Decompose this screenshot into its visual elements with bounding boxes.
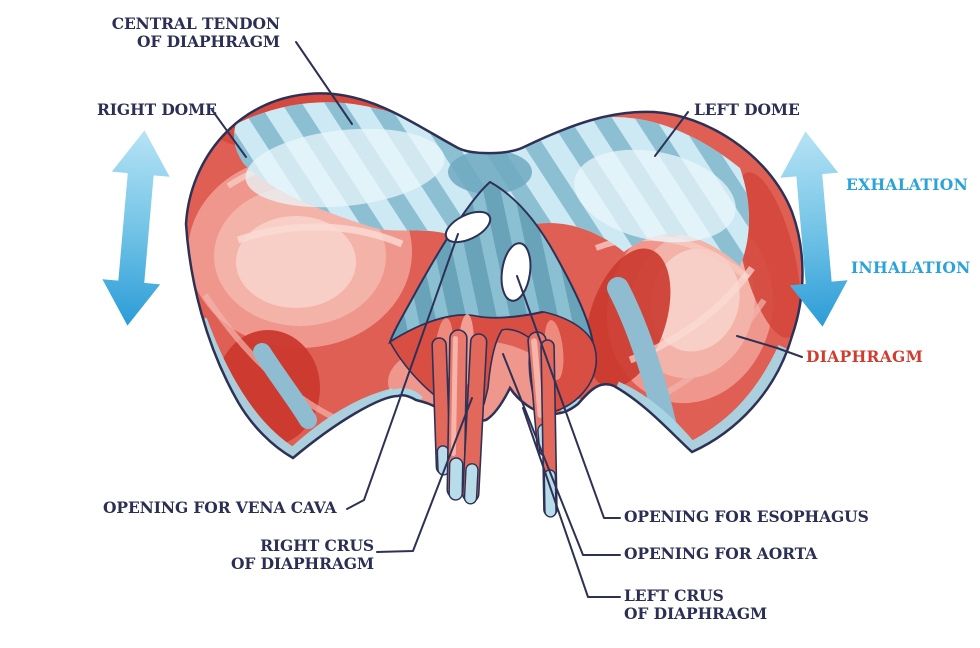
- label-right-dome: RIGHT DOME: [97, 100, 217, 119]
- label-left-crus-line2: OF DIAPHRAGM: [624, 604, 768, 623]
- esophagus-opening: [500, 242, 532, 302]
- label-right-crus-line2: OF DIAPHRAGM: [230, 554, 374, 573]
- body-outline: [184, 92, 804, 460]
- label-right-crus-line1: RIGHT CRUS: [260, 536, 374, 555]
- label-vena-cava: OPENING FOR VENA CAVA: [103, 498, 337, 517]
- label-central-tendon-line1: CENTRAL TENDON: [111, 14, 280, 33]
- label-left-crus-line1: LEFT CRUS: [624, 586, 724, 605]
- label-central-tendon-line2: OF DIAPHRAGM: [136, 32, 280, 51]
- leader-vena-cava: [346, 233, 459, 510]
- label-diaphragm: DIAPHRAGM: [806, 347, 924, 366]
- leader-right-dome: [211, 109, 247, 158]
- right-breathing-arrow-icon: [780, 131, 848, 327]
- leader-aorta: [502, 353, 621, 556]
- leader-diaphragm: [736, 335, 803, 358]
- label-left-crus: LEFT CRUS OF DIAPHRAGM: [624, 587, 767, 623]
- label-right-crus: RIGHT CRUS OF DIAPHRAGM: [214, 537, 374, 573]
- label-exhalation: EXHALATION: [846, 175, 969, 194]
- central-tendon-peak: [388, 180, 594, 345]
- right-crus-strand: [461, 333, 488, 505]
- leader-central-tendon: [295, 41, 353, 125]
- leader-left-dome: [654, 111, 689, 157]
- leader-left-crus: [522, 407, 621, 598]
- label-central-tendon: CENTRAL TENDON OF DIAPHRAGM: [110, 15, 280, 51]
- label-esophagus: OPENING FOR ESOPHAGUS: [624, 507, 869, 526]
- leader-esophagus: [516, 275, 621, 519]
- leader-lines: [211, 41, 803, 598]
- left-breathing-arrow-icon: [102, 130, 170, 326]
- leader-right-crus: [376, 397, 473, 553]
- label-left-dome: LEFT DOME: [694, 100, 800, 119]
- label-aorta: OPENING FOR AORTA: [624, 544, 818, 563]
- label-inhalation: INHALATION: [851, 258, 971, 277]
- right-crus-strand: [446, 329, 468, 501]
